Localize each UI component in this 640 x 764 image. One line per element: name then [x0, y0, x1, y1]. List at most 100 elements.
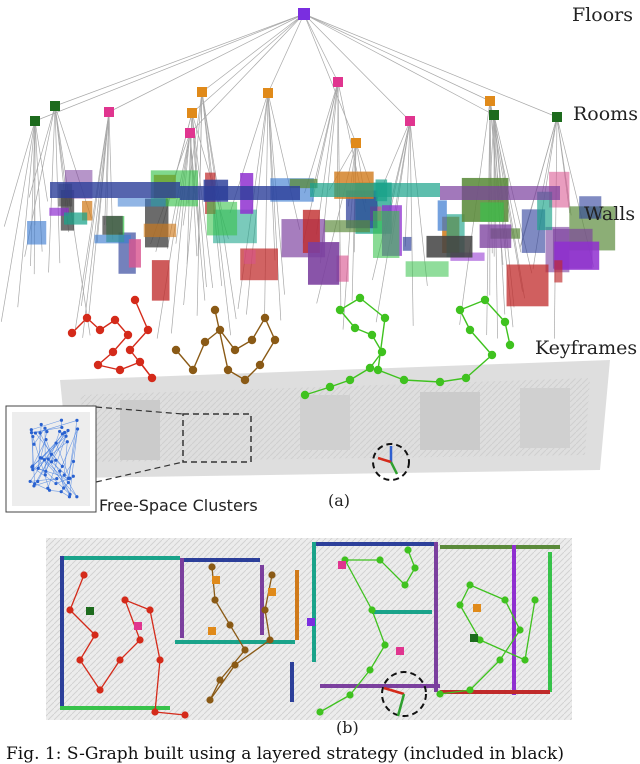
- cluster-edge: [64, 474, 78, 497]
- topview-keyframe-node: [216, 676, 224, 684]
- keyframe-node: [350, 323, 360, 333]
- cluster-node: [29, 428, 33, 432]
- topview-keyframe-edge: [154, 711, 186, 716]
- keyframe-node: [130, 295, 140, 305]
- keyframe-node: [325, 382, 335, 392]
- wall-plane: [94, 234, 131, 244]
- topview-keyframe-node: [181, 711, 189, 719]
- topview-keyframes: [66, 546, 539, 719]
- cluster-node: [62, 473, 66, 477]
- cluster-node: [45, 429, 49, 434]
- topview-floor-node: [307, 618, 315, 626]
- keyframe-node: [455, 305, 465, 315]
- cluster-node: [60, 464, 64, 469]
- keyframe-node: [270, 335, 280, 345]
- topview-keyframe-node: [76, 656, 84, 664]
- cluster-node: [43, 426, 47, 430]
- cluster-edge: [59, 471, 64, 489]
- room-node: [489, 110, 499, 120]
- wall-plane: [243, 249, 256, 264]
- topview-keyframe-edge: [79, 634, 96, 661]
- cluster-node: [54, 481, 58, 486]
- topview-keyframe-node: [226, 621, 234, 629]
- topview-keyframe-node: [346, 691, 354, 699]
- label-floors: Floors: [572, 4, 633, 26]
- cluster-node: [68, 476, 72, 480]
- room-wall-edge: [54, 105, 92, 219]
- topview-keyframe-node: [206, 696, 214, 704]
- keyframe-edge: [259, 339, 276, 366]
- wall-plane: [579, 196, 602, 219]
- wall-plane: [437, 200, 447, 231]
- keyframe-node: [215, 325, 225, 335]
- cluster-node: [71, 474, 75, 478]
- keyframe-edge: [175, 349, 194, 371]
- wall-plane: [426, 235, 473, 258]
- topview-keyframe-node: [368, 606, 376, 614]
- wall-plane: [440, 186, 560, 200]
- wall-plane: [289, 178, 318, 189]
- cluster-node: [33, 482, 37, 486]
- cluster-node: [75, 495, 79, 499]
- cluster-edge: [37, 430, 69, 469]
- keyframe-node: [435, 377, 445, 387]
- wall-plane: [143, 223, 177, 238]
- topview-keyframe-node: [121, 596, 129, 604]
- topview-axes-circle: [381, 671, 427, 717]
- cluster-node: [39, 422, 43, 427]
- keyframe-node: [223, 365, 233, 375]
- wall-plane: [128, 239, 141, 268]
- keyframe-node: [355, 293, 365, 303]
- room-wall-edge: [267, 92, 301, 230]
- cluster-edge: [39, 432, 71, 495]
- topview-keyframe-node: [456, 601, 464, 609]
- room-node: [185, 128, 195, 138]
- topview-keyframe-edge: [499, 629, 521, 661]
- cluster-node: [29, 430, 34, 435]
- cluster-node: [31, 434, 35, 439]
- wall-plane: [102, 215, 123, 235]
- topview-keyframe-node: [401, 581, 409, 589]
- room-node: [552, 112, 562, 122]
- keyframe-node: [367, 330, 377, 340]
- room-wall-edge: [106, 111, 110, 226]
- wall-plane: [50, 182, 180, 198]
- keyframe-node: [115, 365, 125, 375]
- topview-keyframe-edge: [344, 559, 373, 611]
- topview-keyframe-node: [80, 571, 88, 579]
- topview-wall-segment: [60, 706, 170, 710]
- cluster-node: [54, 458, 58, 462]
- wall-plane: [63, 212, 88, 225]
- cluster-edge: [68, 420, 78, 479]
- wall-plane: [479, 224, 512, 248]
- room-node: [187, 108, 197, 118]
- floor-room-edge: [303, 13, 357, 144]
- room-wall-edge: [87, 111, 110, 323]
- topview-keyframe-node: [156, 656, 164, 664]
- topview-keyframe-node: [136, 636, 144, 644]
- cluster-edge: [51, 436, 67, 462]
- topview-wall-segment: [440, 545, 560, 549]
- cluster-node: [71, 459, 76, 464]
- keyframe-node: [345, 375, 355, 385]
- topview-keyframe-node: [466, 581, 474, 589]
- topview-room-node: [396, 647, 404, 655]
- keyframe-node: [230, 345, 240, 355]
- topview-wall-segment: [295, 570, 299, 640]
- room-wall-edge: [541, 116, 558, 194]
- topview-keyframe-edge: [459, 584, 471, 606]
- keyframe-node: [108, 347, 118, 357]
- floor-room-edge: [108, 13, 305, 113]
- room-wall-edge: [328, 142, 357, 191]
- topview-keyframe-node: [211, 596, 219, 604]
- topview-room-node: [473, 604, 481, 612]
- topview-keyframe-edge: [439, 689, 471, 695]
- topview-room-node: [338, 561, 346, 569]
- wall-plane: [49, 207, 69, 216]
- cluster-node: [64, 434, 68, 438]
- cluster-edge: [49, 489, 62, 492]
- keyframe-edge: [214, 309, 229, 371]
- keyframe-node: [200, 337, 210, 347]
- topview-axis-x: [383, 686, 405, 696]
- topview-wall-segment: [434, 542, 438, 692]
